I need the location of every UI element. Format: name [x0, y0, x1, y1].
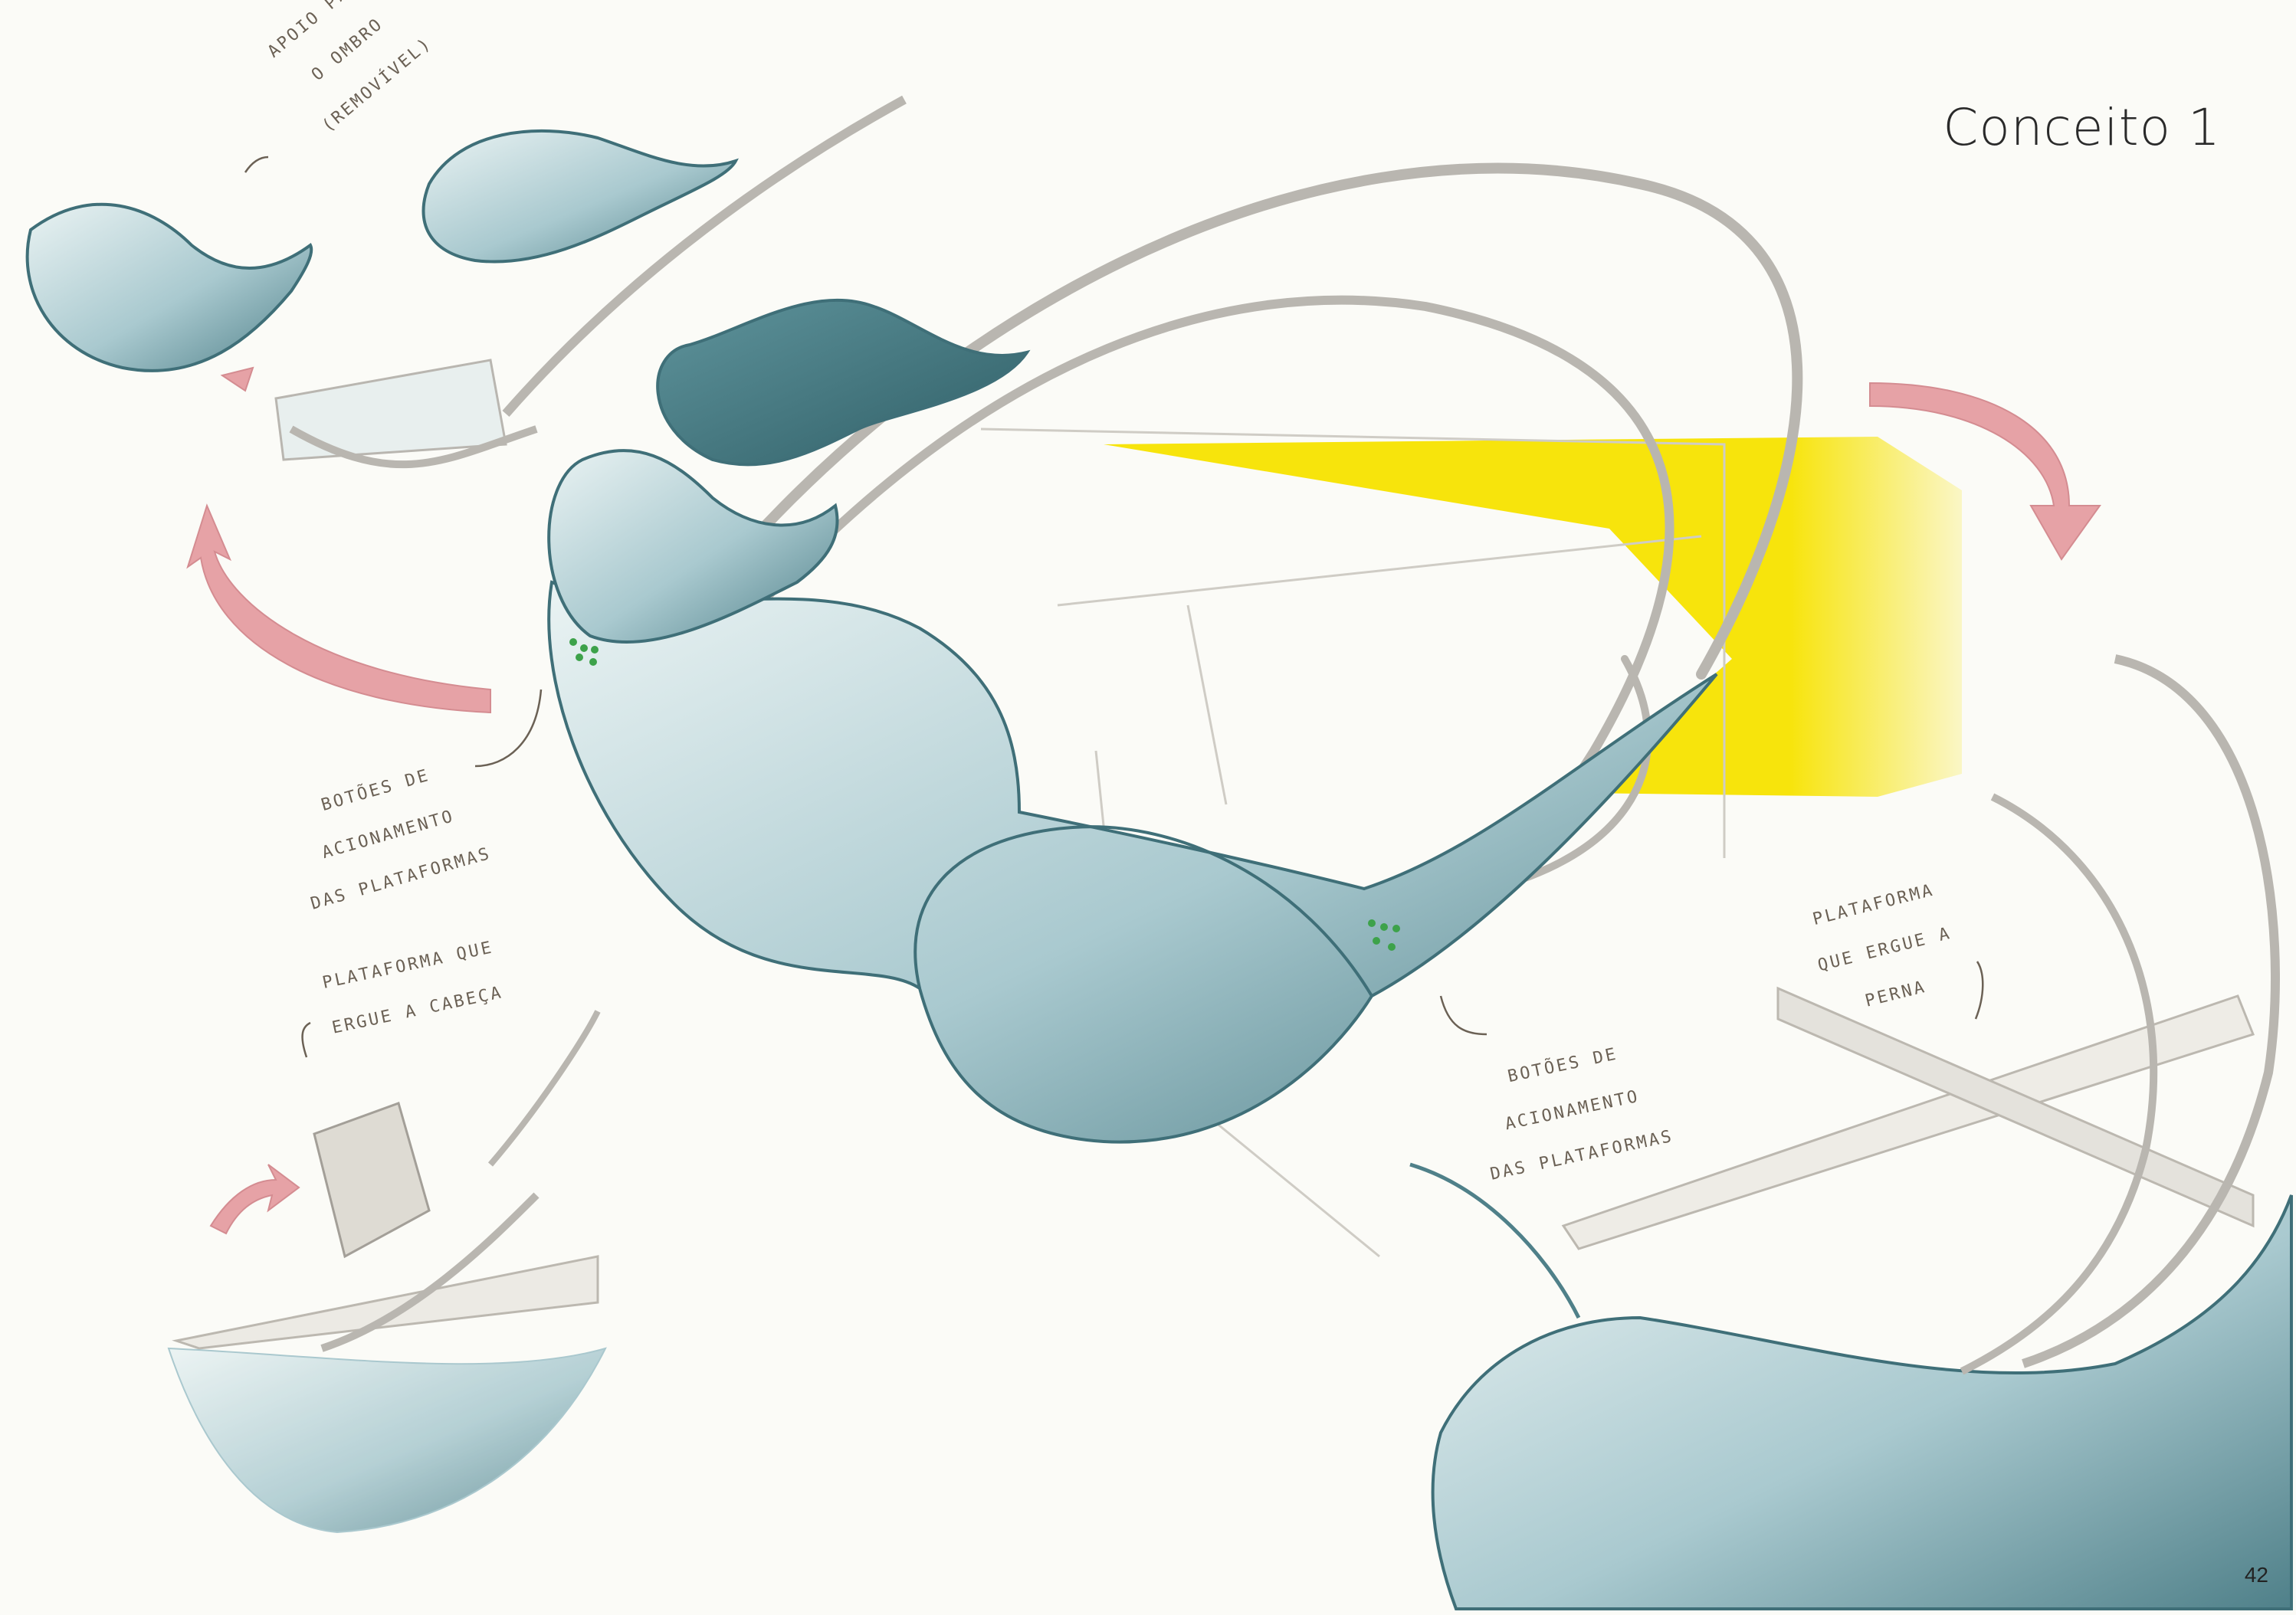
annotation-line: QUE ERGUE A [1815, 922, 1954, 978]
annotation-line: PLATAFORMA QUE [320, 936, 496, 995]
page-number: 42 [2245, 1563, 2268, 1587]
head-platform-detail [169, 1011, 605, 1532]
annotation-line: ERGUE A CABEÇA [330, 981, 506, 1040]
main-shoulder-pad [549, 300, 1027, 642]
annotation-line: PERNA [1827, 967, 1966, 1022]
annotation-line: PLATAFORMA [1805, 878, 1943, 933]
yellow-highlight [1104, 437, 1962, 797]
page-title: Conceito 1 [1943, 98, 2221, 157]
